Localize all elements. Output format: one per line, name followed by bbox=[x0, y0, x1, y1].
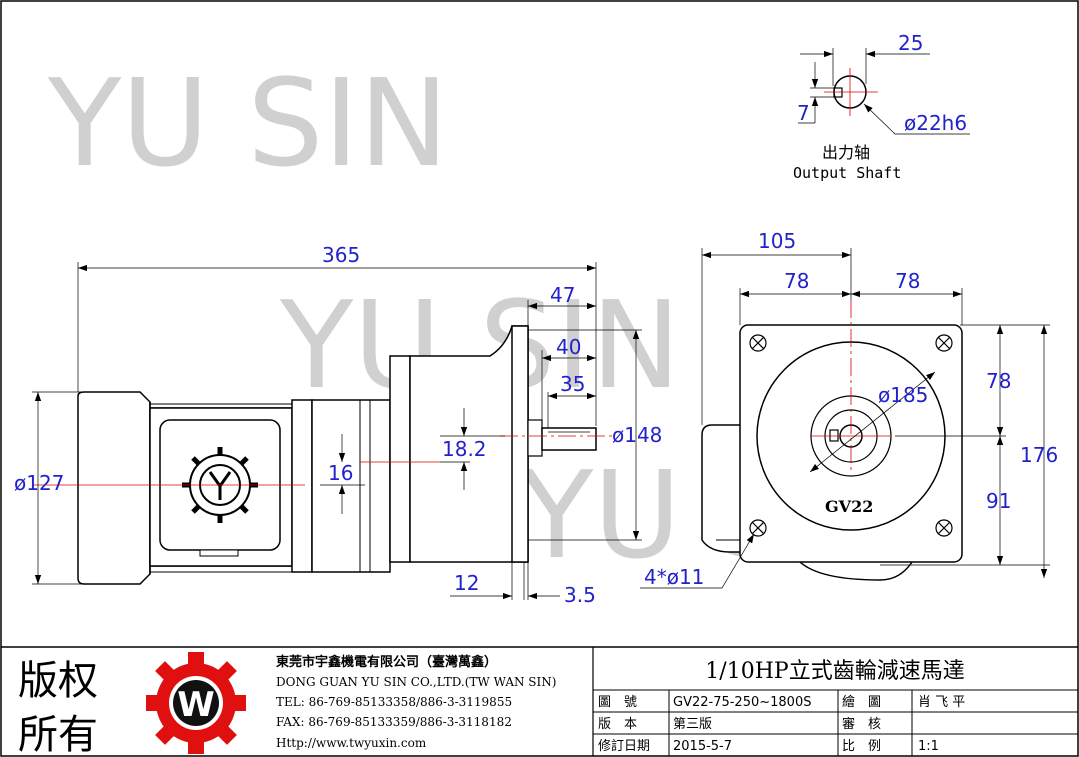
dim-shaft-height: 18.2 bbox=[442, 437, 487, 461]
drawn-by-label: 繪 圖 bbox=[842, 694, 881, 710]
dim-total-length: 365 bbox=[322, 243, 360, 267]
dim-offset: 16 bbox=[328, 461, 353, 485]
dim-mount-holes: 4*ø11 bbox=[644, 565, 704, 589]
company-name-cn: 東莞市宇鑫機電有限公司（臺灣萬鑫） bbox=[276, 654, 497, 670]
dim-shaft-diameter: ø22h6 bbox=[904, 111, 967, 135]
drawn-by: 肖 飞 平 bbox=[918, 695, 965, 710]
coupling bbox=[291, 399, 313, 573]
version: 第三版 bbox=[673, 717, 712, 732]
gearbox-flange bbox=[511, 325, 529, 563]
shaft-label-cn: 出力轴 bbox=[822, 143, 870, 162]
dim-key-length: 35 bbox=[560, 372, 585, 396]
company-logo: W bbox=[146, 652, 246, 754]
product-title: 1/10HP立式齒輪減速馬達 bbox=[705, 659, 964, 684]
dim-flange-diameter: ø148 bbox=[612, 423, 662, 447]
drawing-no: GV22-75-250~1800S bbox=[673, 695, 811, 710]
dim-half-width-right: 78 bbox=[895, 269, 920, 293]
adapter bbox=[311, 399, 391, 573]
mount-holes bbox=[749, 334, 953, 537]
scale: 1:1 bbox=[918, 739, 939, 754]
dim-upper-height: 78 bbox=[986, 369, 1011, 393]
title-block bbox=[1, 646, 1078, 756]
output-shaft-detail bbox=[798, 48, 970, 135]
company-fax: FAX: 86-769-85133359/886-3-3118182 bbox=[276, 715, 512, 729]
company-tel: TEL: 86-769-85133358/886-3-3119855 bbox=[276, 695, 512, 709]
dim-motor-diameter: ø127 bbox=[14, 471, 64, 495]
copyright-line2: 所有 bbox=[18, 712, 98, 757]
company-name-en: DONG GUAN YU SIN CO.,LTD.(TW WAN SIN) bbox=[276, 675, 556, 689]
watermark-top: YU SIN bbox=[47, 55, 449, 194]
dim-keyway-width: 25 bbox=[898, 31, 923, 55]
front-view bbox=[701, 324, 963, 581]
gearbox-flange-rear bbox=[389, 355, 411, 563]
nameplate: GV22 bbox=[825, 497, 873, 516]
version-label: 版 本 bbox=[598, 717, 637, 732]
dim-shaft-length: 40 bbox=[556, 335, 581, 359]
logo-letter: W bbox=[177, 685, 215, 725]
dim-key-depth: 7 bbox=[797, 101, 810, 125]
company-website: Http://www.twyuxin.com bbox=[276, 736, 427, 750]
revision-date: 2015-5-7 bbox=[673, 739, 732, 754]
shaft-label-en: Output Shaft bbox=[793, 164, 901, 182]
output-shaft bbox=[541, 427, 597, 451]
review-label: 審 核 bbox=[842, 717, 881, 732]
revision-date-label: 修訂日期 bbox=[598, 738, 650, 754]
dim-total-height: 176 bbox=[1020, 443, 1058, 467]
shaft-key bbox=[833, 87, 843, 98]
dim-flange-thickness: 12 bbox=[454, 571, 479, 595]
dim-pitch-circle: ø185 bbox=[878, 383, 928, 407]
motor-end-cap bbox=[77, 391, 151, 585]
dim-spigot: 3.5 bbox=[564, 583, 596, 607]
dim-overall-width: 105 bbox=[758, 229, 796, 253]
dim-half-width-left: 78 bbox=[784, 269, 809, 293]
copyright-line1: 版权 bbox=[18, 658, 98, 704]
side-view bbox=[77, 325, 597, 585]
dim-flange-to-end: 47 bbox=[550, 283, 575, 307]
drawing-no-label: 圖 號 bbox=[598, 695, 637, 710]
dim-lower-height: 91 bbox=[986, 489, 1011, 513]
y-glyph-icon bbox=[208, 471, 232, 500]
scale-label: 比 例 bbox=[842, 739, 881, 754]
